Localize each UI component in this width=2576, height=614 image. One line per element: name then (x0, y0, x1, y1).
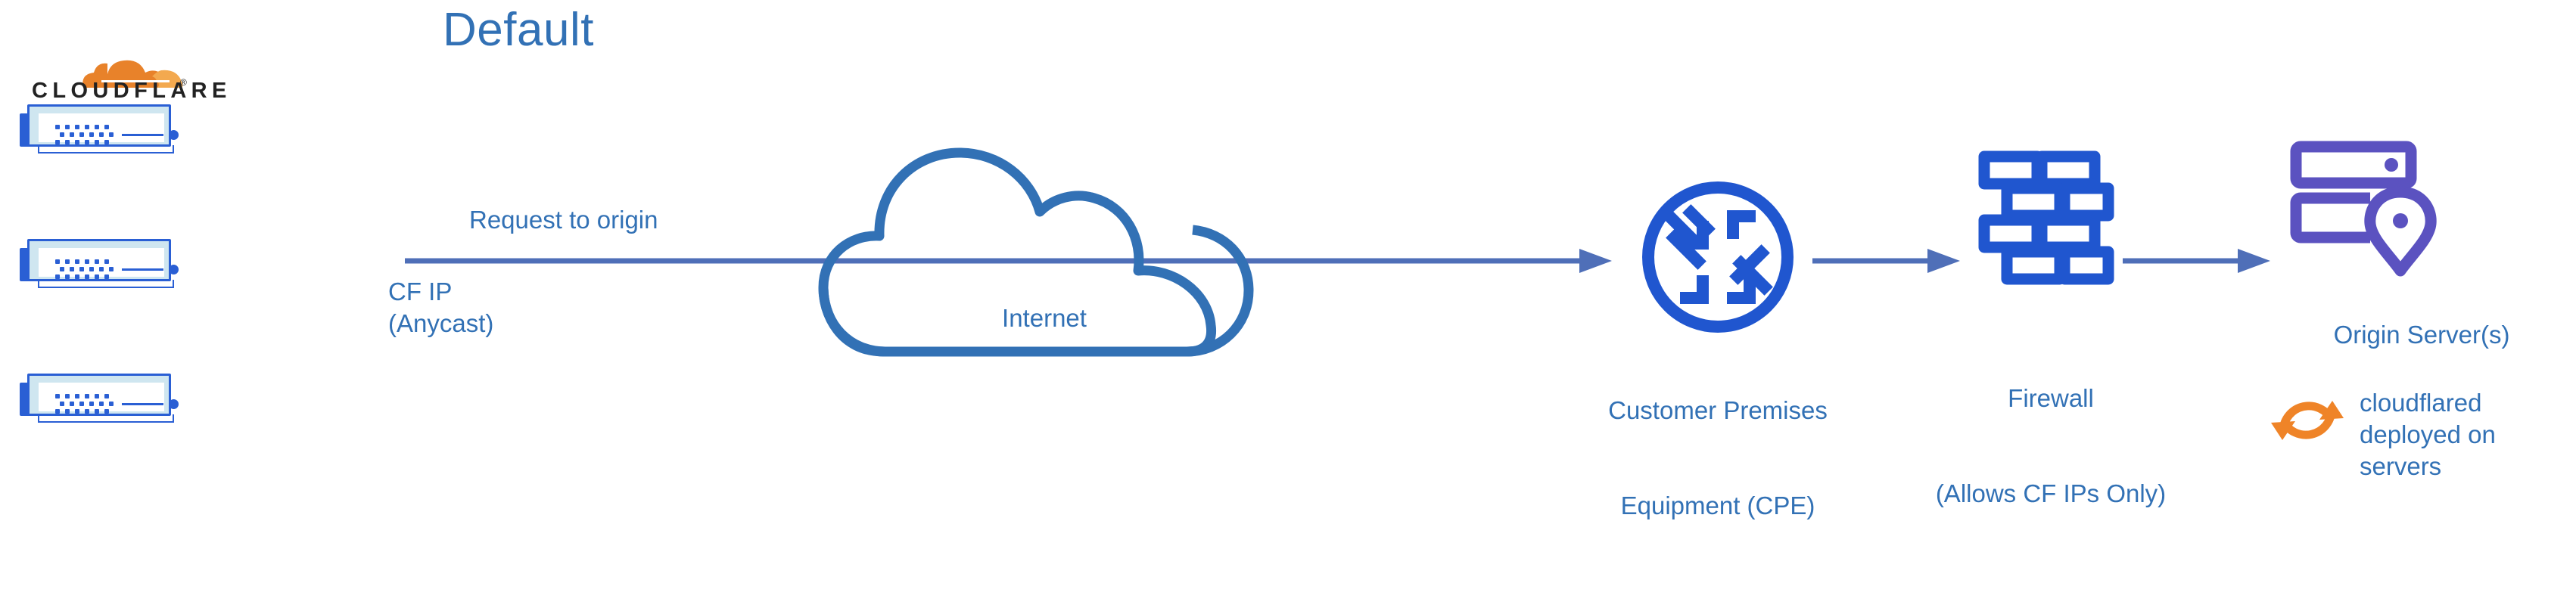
cloudflared-annotation-text: cloudflared deployed on servers (2360, 389, 2496, 480)
cpe-label-line2: Equipment (CPE) (1620, 492, 1815, 519)
rack-base (38, 280, 174, 288)
rack-body (27, 104, 179, 147)
rack-power-indicator (169, 399, 179, 409)
firewall-label-line1: Firewall (2008, 384, 2094, 412)
server-stack-with-pin-icon (2290, 141, 2437, 277)
cpe-label: Customer Premises Equipment (CPE) (1483, 331, 1952, 585)
edge-server-rack-3 (20, 374, 179, 425)
rack-slot-line (122, 403, 163, 405)
rack-faceplate (39, 383, 179, 414)
circular-refresh-icon (2271, 401, 2344, 440)
arrow-cpe-to-firewall (1812, 249, 1960, 273)
router-four-arrows-icon (1642, 181, 1794, 333)
cloud-outline-icon (818, 147, 1254, 357)
rack-body (27, 239, 179, 281)
rack-power-indicator (169, 130, 179, 140)
rack-power-indicator (169, 265, 179, 274)
arrow-cloudflare-to-cpe (405, 249, 1612, 273)
rack-led-grid (55, 394, 114, 414)
rack-base (38, 145, 174, 154)
rack-faceplate (39, 113, 179, 144)
rack-slot-line (122, 134, 163, 136)
origin-server-label: Origin Server(s) (2333, 321, 2510, 349)
cf-ip-line1: CF IP (388, 278, 453, 305)
rack-base (38, 414, 174, 423)
page-title: Default (443, 4, 594, 56)
edge-server-rack-1 (20, 104, 179, 156)
internet-label: Internet (1002, 304, 1087, 332)
edge-server-rack-2 (20, 239, 179, 290)
rack-faceplate (39, 248, 179, 279)
rack-slot-line (122, 268, 163, 271)
rack-body (27, 374, 179, 416)
brick-wall-icon (1978, 150, 2114, 285)
firewall-label-line2: (Allows CF IPs Only) (1935, 479, 2167, 507)
cf-ip-line2: (Anycast) (388, 309, 494, 337)
cloudflare-wordmark: CLOUDFLARE (32, 79, 232, 103)
registered-trademark-icon: ® (180, 77, 187, 88)
request-to-origin-label: Request to origin (469, 206, 658, 234)
arrow-firewall-to-origin (2123, 249, 2270, 273)
firewall-label: Firewall (Allows CF IPs Only) (1854, 319, 2248, 573)
cpe-label-line1: Customer Premises (1608, 396, 1828, 424)
rack-led-grid (55, 125, 114, 144)
cloudflare-cloud-logo (82, 60, 183, 88)
cf-ip-anycast-label: CF IP (Anycast) (388, 276, 493, 340)
rack-led-grid (55, 259, 114, 279)
